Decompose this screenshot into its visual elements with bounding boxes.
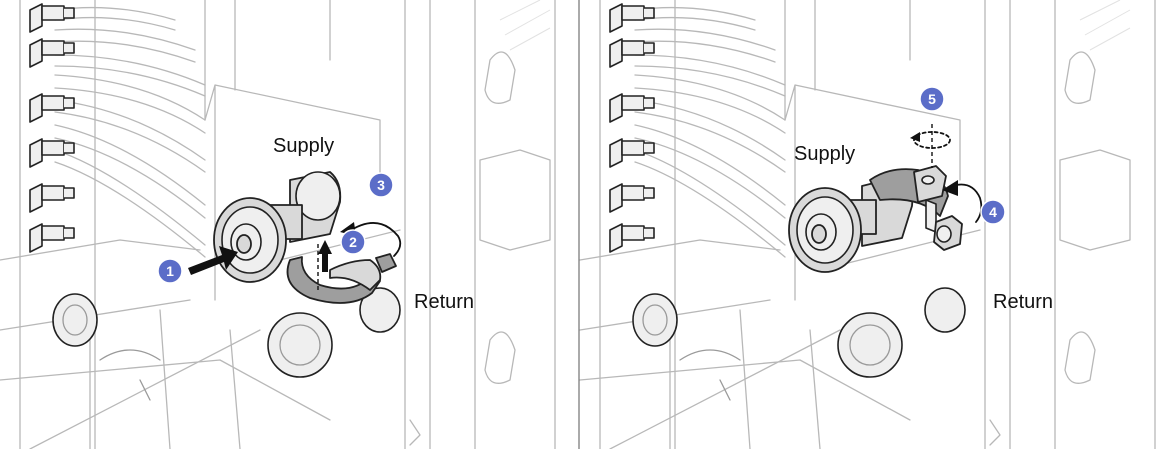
coupler-left bbox=[214, 172, 340, 282]
panel-right: 4 5 Supply Return bbox=[580, 0, 1155, 449]
label-return: Return bbox=[993, 291, 1053, 313]
svg-text:2: 2 bbox=[349, 234, 357, 250]
svg-text:5: 5 bbox=[928, 91, 936, 107]
svg-text:4: 4 bbox=[989, 204, 997, 220]
label-return: Return bbox=[414, 291, 474, 313]
svg-text:3: 3 bbox=[377, 177, 385, 193]
callout-1: 1 bbox=[158, 259, 182, 283]
callout-3: 3 bbox=[369, 173, 393, 197]
tighten-icon bbox=[910, 124, 950, 168]
svg-text:1: 1 bbox=[166, 263, 174, 279]
callout-5: 5 bbox=[920, 87, 944, 111]
callout-2: 2 bbox=[341, 230, 365, 254]
label-supply: Supply bbox=[273, 135, 334, 157]
rotate-arrow-right bbox=[942, 180, 981, 222]
callout-4: 4 bbox=[981, 200, 1005, 224]
panel-left: 1 2 3 Supply Return bbox=[0, 0, 555, 449]
label-supply: Supply bbox=[794, 143, 855, 165]
